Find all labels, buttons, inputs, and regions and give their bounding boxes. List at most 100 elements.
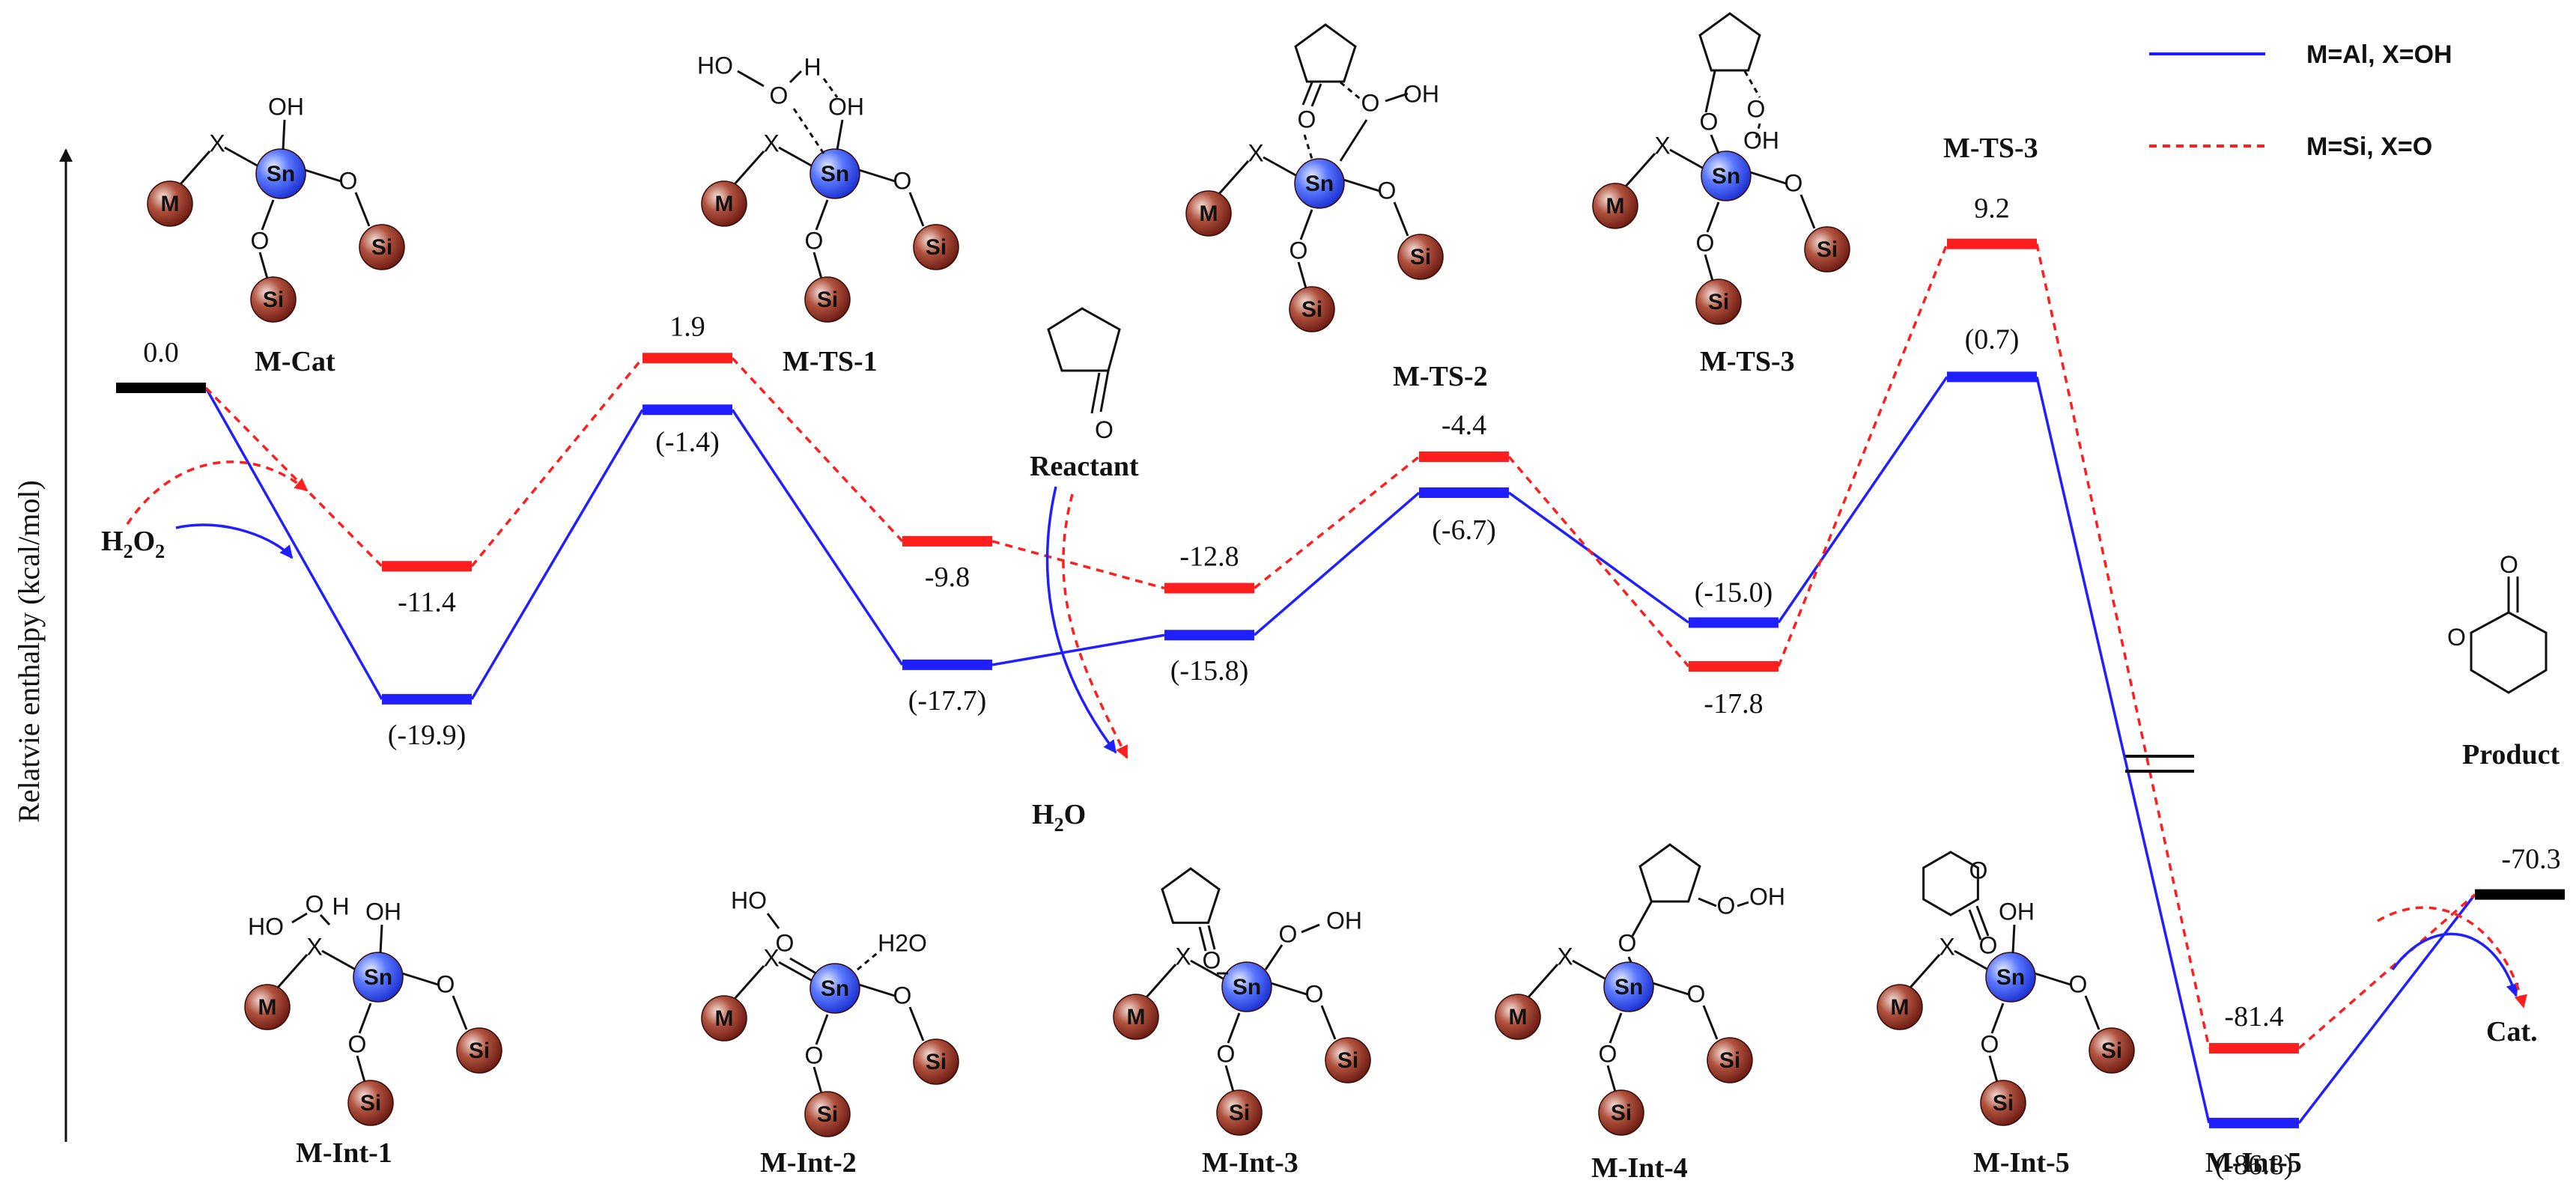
- value-label-si-m-ts-1: 1.9: [669, 311, 705, 342]
- value-label-si-m-int-4: -17.8: [1704, 688, 1763, 720]
- name-m-cat: M-Cat: [255, 346, 335, 377]
- reactant-arrow-al: [1045, 486, 1117, 754]
- svg-text:M: M: [715, 192, 734, 216]
- svg-text:M: M: [1891, 995, 1910, 1020]
- svg-text:O: O: [2069, 970, 2088, 997]
- svg-text:Si: Si: [1708, 290, 1729, 314]
- name-m-ts-3: M-TS-3: [1700, 346, 1795, 377]
- svg-text:O: O: [805, 1042, 824, 1068]
- svg-text:O: O: [1618, 929, 1637, 956]
- svg-text:Si: Si: [1410, 245, 1431, 270]
- svg-text:Si: Si: [469, 1039, 490, 1063]
- svg-text:OH: OH: [828, 93, 864, 120]
- cyclopentanone-reactant: O: [1047, 307, 1121, 443]
- svg-text:O: O: [1095, 416, 1114, 443]
- svg-text:O: O: [1203, 946, 1221, 973]
- structure-names: M-Cat M-TS-1 M-TS-2 M-TS-3 M-TS-3 M-Int-…: [255, 133, 2302, 1184]
- svg-text:M: M: [1606, 194, 1625, 219]
- svg-text:Si: Si: [1611, 1101, 1632, 1125]
- svg-text:Si: Si: [263, 288, 284, 312]
- svg-text:X: X: [763, 944, 779, 971]
- svg-text:X: X: [306, 933, 322, 960]
- name-m-ts-2: M-TS-2: [1393, 361, 1488, 392]
- connector-si-3: [991, 540, 1165, 590]
- value-labels: (-19.9)(-1.4)(-17.7)(-15.8)(-6.7)(-15.0)…: [143, 193, 2560, 1181]
- h2o2-label: H2O2: [101, 526, 165, 562]
- svg-text:X: X: [1654, 132, 1670, 159]
- connector-si-2: [731, 357, 904, 543]
- h2o2-entry: H2O2: [101, 460, 309, 562]
- connector-si-1: [470, 357, 644, 568]
- connector-si-6: [1777, 243, 1948, 667]
- svg-text:OH: OH: [1326, 907, 1362, 934]
- svg-text:Si: Si: [926, 1050, 947, 1074]
- connector-si-7: [2035, 243, 2211, 1049]
- name-m-ts-3-upper: M-TS-3: [1943, 133, 2038, 164]
- svg-text:OH: OH: [1749, 883, 1785, 910]
- svg-text:Sn: Sn: [1233, 975, 1261, 1000]
- connector-al-8: [2297, 893, 2476, 1124]
- svg-text:OH: OH: [1743, 127, 1779, 153]
- value-label-si-m-ts-2: -4.4: [1442, 410, 1486, 441]
- connector-al-5: [1507, 491, 1690, 624]
- value-label-si-m-int-1: -11.4: [398, 586, 456, 618]
- svg-text:M: M: [1200, 201, 1218, 226]
- name-m-int-4: M-Int-4: [1591, 1152, 1688, 1184]
- svg-text:M: M: [161, 192, 180, 216]
- svg-text:O: O: [1981, 1030, 1999, 1057]
- svg-text:Sn: Sn: [1712, 164, 1740, 189]
- svg-text:O: O: [339, 167, 358, 194]
- svg-text:O: O: [1298, 106, 1316, 133]
- name-m-int-1: M-Int-1: [296, 1137, 392, 1169]
- value-label-si-m-int-2: -9.8: [925, 562, 970, 593]
- svg-text:OH: OH: [365, 898, 401, 925]
- svg-text:M: M: [715, 1006, 734, 1031]
- svg-text:O: O: [306, 890, 324, 917]
- svg-text:HO: HO: [248, 913, 284, 940]
- connector-si-4: [1253, 455, 1421, 589]
- name-m-int-5: M-Int-5: [1973, 1147, 2070, 1179]
- svg-text:O: O: [1305, 980, 1324, 1007]
- svg-text:O: O: [1747, 95, 1766, 122]
- connector-al-1: [470, 409, 644, 700]
- svg-text:O: O: [1969, 857, 1988, 884]
- svg-text:Sn: Sn: [821, 162, 849, 186]
- svg-text:H: H: [804, 53, 821, 80]
- svg-text:O: O: [251, 227, 270, 254]
- value-label-si-m-int-5: -81.4: [2224, 1001, 2283, 1033]
- svg-text:Si: Si: [371, 235, 392, 260]
- connector-si-5: [1507, 455, 1690, 668]
- axis-break-mark: [2125, 755, 2194, 773]
- svg-text:O: O: [2500, 551, 2518, 578]
- svg-text:Si: Si: [1337, 1048, 1358, 1073]
- profile-lines: [204, 243, 2476, 1124]
- svg-text:Si: Si: [926, 235, 947, 260]
- svg-text:Si: Si: [2101, 1039, 2122, 1063]
- connector-al-0: [204, 387, 383, 700]
- value-label-al-m-ts-2: (-6.7): [1432, 514, 1495, 546]
- value-label-al-m-ts-3: (0.7): [1965, 323, 2020, 355]
- svg-text:HO: HO: [731, 887, 767, 913]
- value-label-al-m-int-3: (-15.8): [1170, 655, 1248, 687]
- svg-text:O: O: [348, 1030, 367, 1057]
- connector-al-6: [1777, 376, 1948, 624]
- connector-al-4: [1253, 491, 1421, 636]
- svg-text:O: O: [2447, 624, 2466, 651]
- water-label: H2O: [1032, 799, 1086, 836]
- svg-text:O: O: [1217, 1040, 1236, 1067]
- svg-text:X: X: [1175, 943, 1191, 970]
- cat-label: Cat.: [2486, 1016, 2538, 1048]
- svg-text:O: O: [893, 982, 912, 1009]
- name-m-int-3: M-Int-3: [1202, 1147, 1298, 1179]
- svg-text:X: X: [209, 130, 225, 156]
- reactant-arrow-si: [1062, 493, 1128, 759]
- value-label-al-m-int-2: (-17.7): [908, 685, 986, 717]
